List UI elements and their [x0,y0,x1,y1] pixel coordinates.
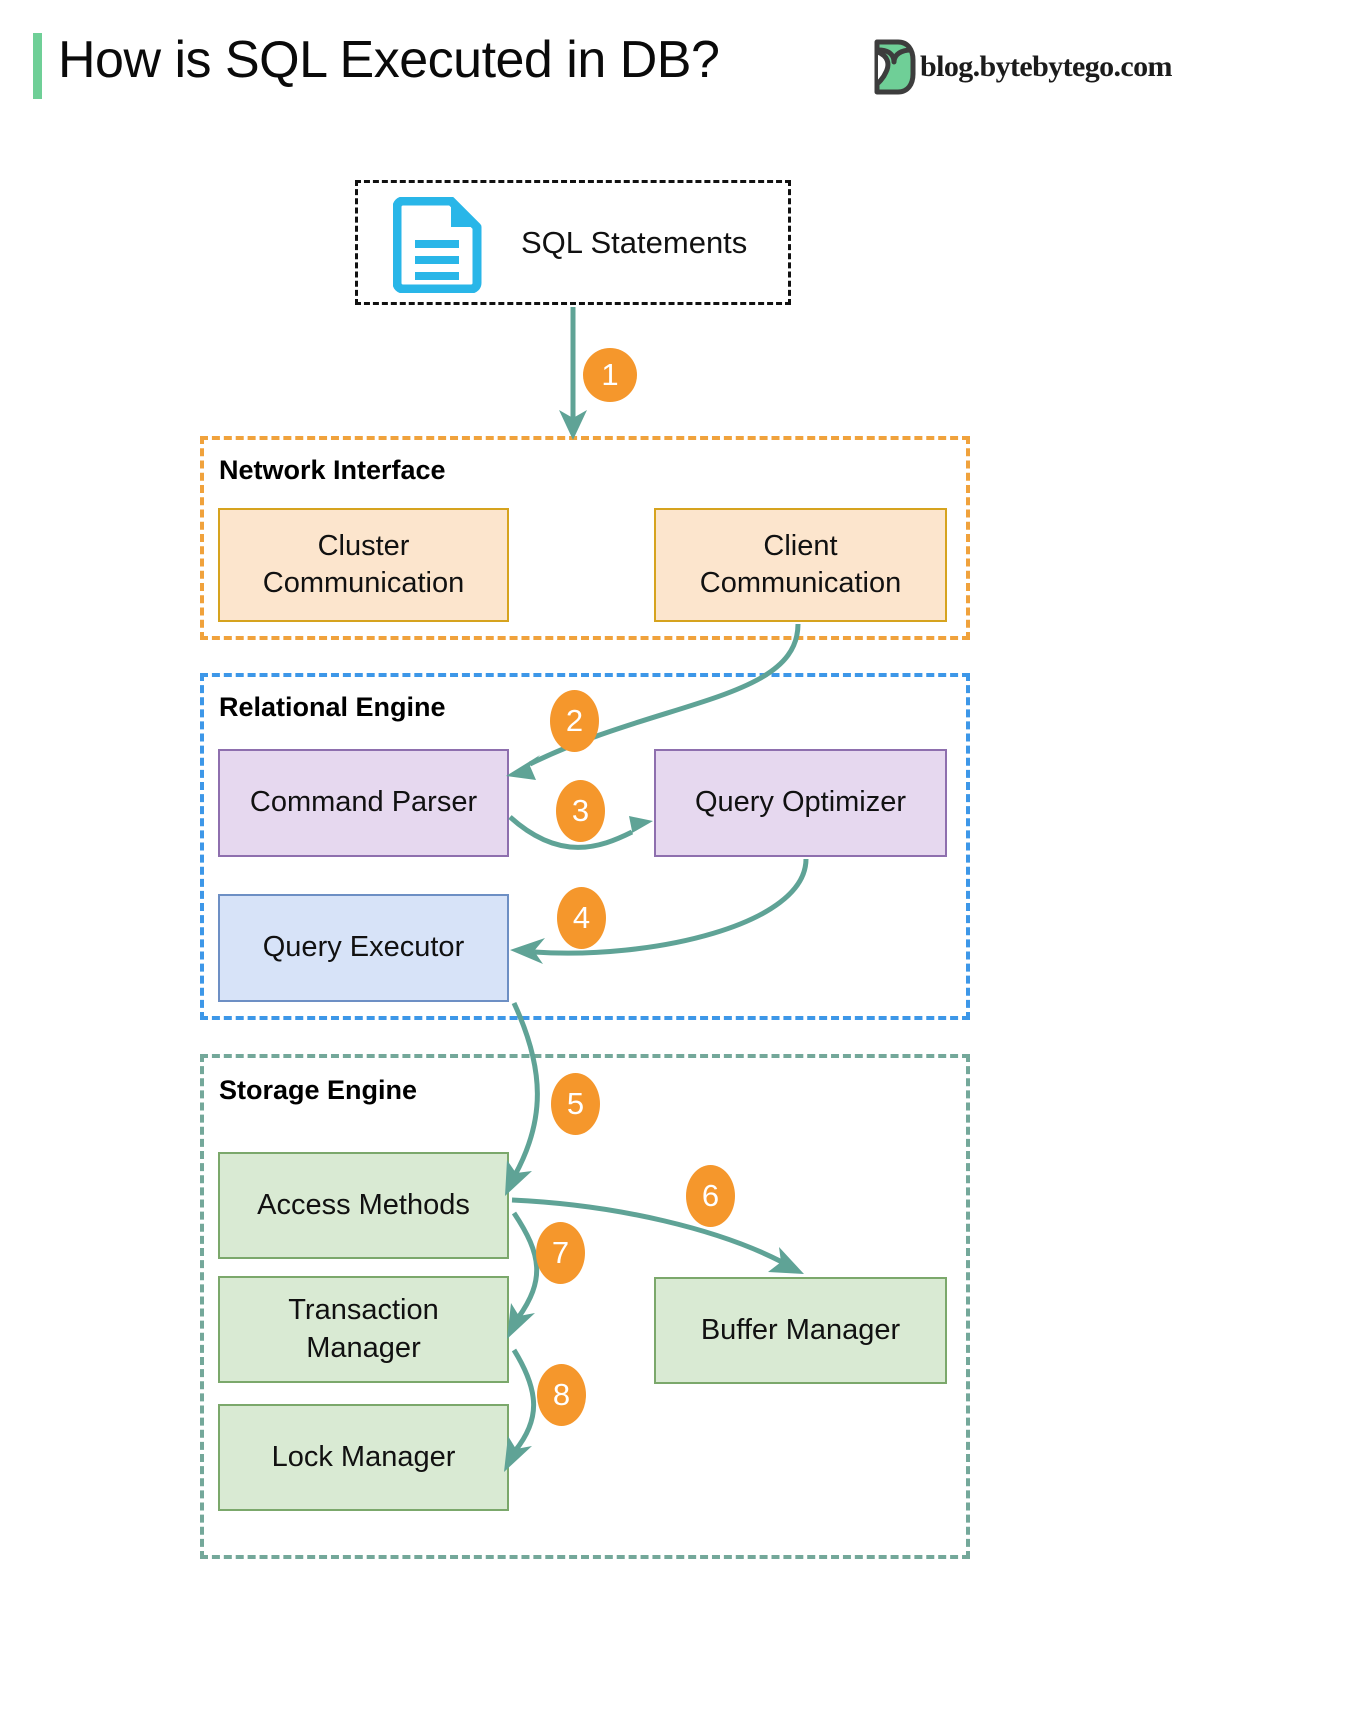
section-label-storage-engine: Storage Engine [219,1075,418,1105]
title-accent-bar [33,33,42,99]
node-query-executor[interactable]: Query Executor [218,894,509,1002]
client-communication-line2: Communication [699,567,902,599]
section-storage-engine [200,1054,970,1559]
page-title: How is SQL Executed in DB? [58,31,720,89]
section-label-network-interface: Network Interface [219,455,446,485]
node-client-communication[interactable]: Client Communication [654,508,947,622]
step-badge-5: 5 [551,1073,600,1135]
node-transaction-manager[interactable]: Transaction Manager [218,1276,509,1383]
cluster-communication-line1: Cluster [317,529,410,562]
node-buffer-manager[interactable]: Buffer Manager [654,1277,947,1384]
page-header: How is SQL Executed in DB? blog.bytebyte… [0,0,1358,130]
node-lock-manager[interactable]: Lock Manager [218,1404,509,1511]
node-cluster-communication[interactable]: Cluster Communication [218,508,509,622]
node-query-optimizer[interactable]: Query Optimizer [654,749,947,857]
brand: blog.bytebytego.com [872,38,1173,96]
document-icon [393,197,482,293]
step-badge-8: 8 [537,1364,586,1426]
sql-statements-label: SQL Statements [521,224,748,260]
step-badge-6: 6 [686,1165,735,1227]
node-access-methods[interactable]: Access Methods [218,1152,509,1259]
node-command-parser[interactable]: Command Parser [218,749,509,857]
client-communication-line1: Client [763,529,838,562]
brand-text: blog.bytebytego.com [920,50,1173,83]
sql-statements-box: SQL Statements [355,180,791,305]
bytebytego-logo-icon [874,39,916,95]
step-badge-1: 1 [583,348,637,402]
step-badge-2: 2 [550,690,599,752]
step-badge-4: 4 [557,887,606,949]
cluster-communication-line2: Communication [262,567,465,599]
transaction-manager-line1: Transaction [288,1294,439,1327]
section-label-relational-engine: Relational Engine [219,692,446,722]
step-badge-7: 7 [536,1222,585,1284]
step-badge-3: 3 [556,780,605,842]
transaction-manager-line2: Manager [306,1331,421,1364]
